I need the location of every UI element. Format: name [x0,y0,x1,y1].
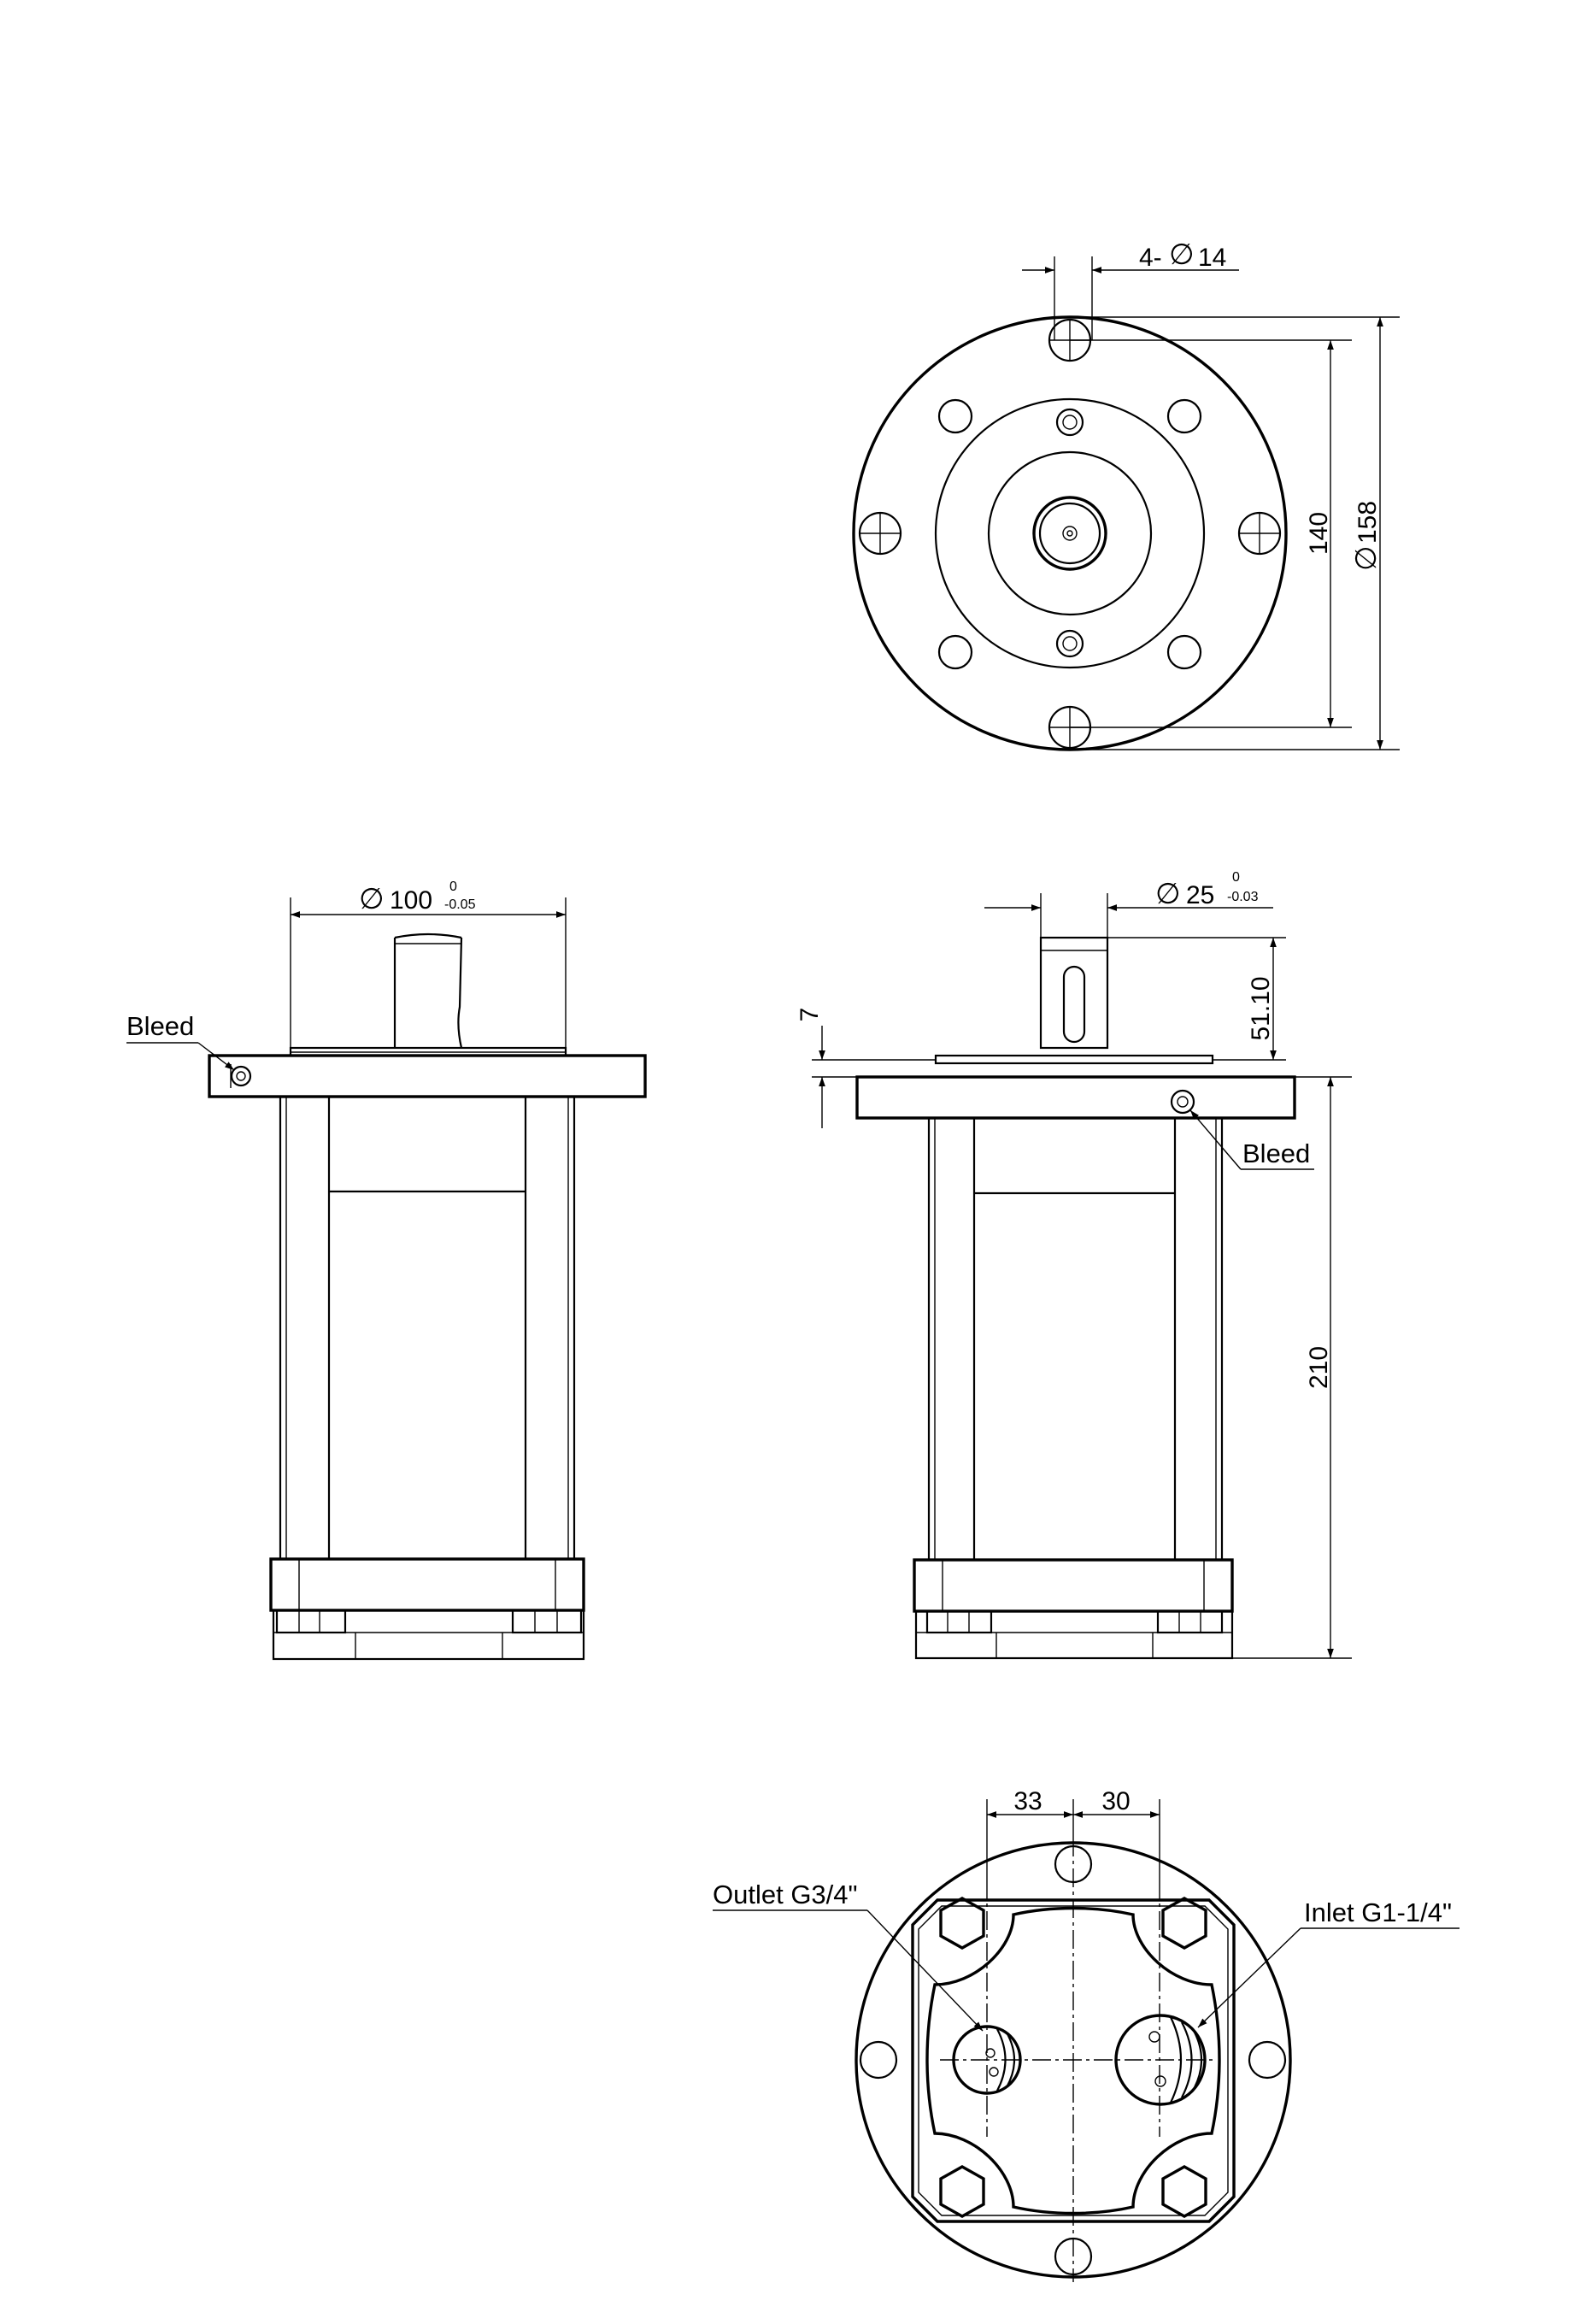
inlet-label: Inlet G1-1/4" [1304,1897,1452,1927]
top-view: 4- ∅ 14 140 ∅ 158 [852,238,1400,751]
pilot-tolerance-upper: 0 [449,880,457,894]
od-value: 158 [1354,501,1382,544]
port-offset-dimensions: 33 30 [986,1787,1160,1880]
diameter-symbol: ∅ [1169,238,1195,271]
pcd-value: 140 [1305,512,1333,555]
pilot-diameter-value: 100 [390,886,432,915]
shaft-length-value: 51.10 [1247,976,1275,1040]
bleed-label-left: Bleed [126,1011,194,1041]
outlet-offset-value: 33 [1013,1787,1042,1815]
od-dimension: ∅ 158 [1070,316,1400,750]
shaft-tolerance-upper: 0 [1232,870,1240,885]
hole-diameter-value: 14 [1198,244,1226,272]
bleed-callout-right: Bleed [1189,1109,1314,1170]
pilot-diameter-symbol: ∅ [359,883,385,915]
pilot-diameter-dimension: ∅ 100 0 -0.05 [290,880,567,1048]
bleed-callout-left: Bleed [126,1011,235,1071]
outlet-label: Outlet G3/4" [713,1880,858,1909]
mounting-hole-right [1237,511,1282,556]
hole-diameter-dimension: 4- ∅ 14 [1022,238,1239,340]
left-side-view: ∅ 100 0 -0.05 Bleed [126,880,647,1661]
bottom-view: 33 30 Outlet G3/4" Inlet G1-1/4" [713,1787,1459,2282]
shaft-diameter-symbol: ∅ [1155,878,1181,910]
boss-height-dimension: 7 [796,1008,936,1128]
shaft-length-dimension: 51.10 [1107,937,1286,1061]
od-diameter-symbol: ∅ [1350,545,1383,571]
outlet-callout: Outlet G3/4" [713,1880,984,2032]
inlet-offset-value: 30 [1101,1787,1130,1815]
bleed-label-right: Bleed [1242,1138,1310,1168]
pcd-dimension: 140 [1070,339,1352,728]
hole-count-prefix: 4- [1139,244,1162,272]
boss-height-value: 7 [796,1008,824,1022]
pilot-tolerance-lower: -0.05 [444,897,476,912]
shaft-tolerance-lower: -0.03 [1227,890,1259,904]
shaft-diameter-dimension: ∅ 25 0 -0.03 [984,870,1273,938]
right-side-view: ∅ 25 0 -0.03 7 51.10 210 [796,870,1352,1660]
shaft-diameter-value: 25 [1186,881,1214,909]
overall-length-dimension: 210 [1232,1076,1352,1659]
mounting-hole-left [858,511,902,556]
overall-length-value: 210 [1305,1346,1333,1389]
inlet-callout: Inlet G1-1/4" [1197,1897,1459,2028]
